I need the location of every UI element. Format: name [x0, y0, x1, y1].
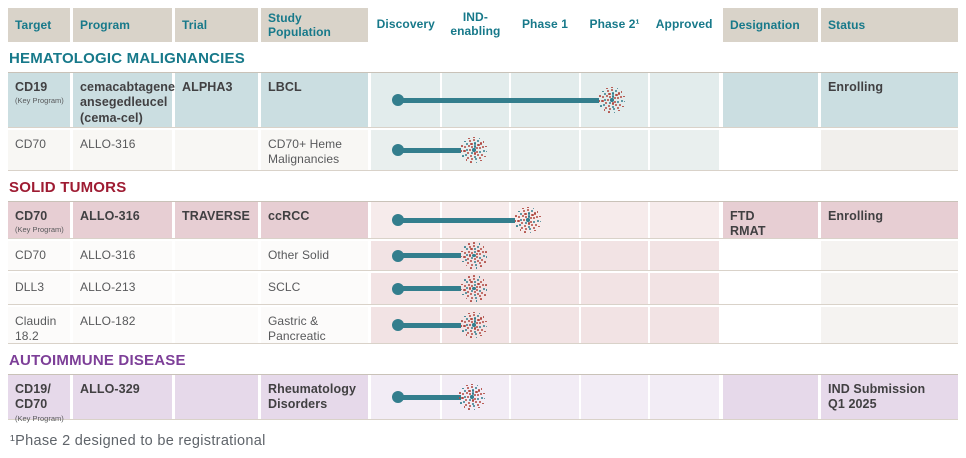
section-title-autoimmune: AUTOIMMUNE DISEASE: [8, 347, 958, 375]
trial-cell: [175, 273, 258, 304]
key-program-label: (Key Program): [15, 225, 64, 235]
cell-burst-icon: [597, 85, 627, 115]
pipeline-table: Target Program Trial Study Population Di…: [0, 8, 966, 458]
column-header-population: Study Population: [261, 8, 368, 42]
pipeline-row-sclc: DLL3 ALLO-213 SCLC: [8, 273, 958, 305]
program-cell: ALLO-316: [73, 241, 172, 270]
cell-burst-icon: [459, 310, 489, 340]
status-cell: Enrolling: [821, 73, 958, 127]
phase-progress-cell: [371, 307, 719, 343]
status-cell: [821, 307, 958, 343]
bar-line: [398, 253, 461, 258]
trial-cell: TRAVERSE: [175, 202, 258, 238]
cell-burst-icon: [459, 135, 489, 165]
phase-progress-cell: [371, 73, 719, 127]
column-header-ind-enabling: IND-enabling: [450, 10, 501, 38]
key-program-label: (Key Program): [15, 96, 64, 106]
pipeline-row-traverse: CD70 (Key Program) ALLO-316 TRAVERSE ccR…: [8, 202, 958, 239]
column-header-program: Program: [73, 8, 172, 42]
column-header-row: Target Program Trial Study Population Di…: [8, 8, 958, 42]
target-cell: CD70 (Key Program): [8, 202, 70, 238]
population-cell: SCLC: [261, 273, 368, 304]
status-cell: [821, 241, 958, 270]
column-header-designation: Designation: [723, 8, 818, 42]
population-cell: Rheumatology Disorders: [261, 375, 368, 419]
designation-cell: [723, 375, 818, 419]
designation-cell: [723, 241, 818, 270]
pipeline-row-other-solid: CD70 ALLO-316 Other Solid: [8, 241, 958, 271]
phase-progress-cell: [371, 375, 719, 419]
program-cell: ALLO-316: [73, 130, 172, 170]
footnote: ¹Phase 2 designed to be registrational: [10, 433, 266, 449]
trial-cell: [175, 375, 258, 419]
designation-cell: [723, 273, 818, 304]
status-cell: [821, 130, 958, 170]
cell-burst-icon: [459, 274, 489, 304]
column-header-approved: Approved: [655, 17, 713, 32]
column-header-trial: Trial: [175, 8, 258, 42]
bar-line: [398, 97, 599, 103]
column-header-target: Target: [8, 8, 70, 42]
phase-progress-cell: [371, 202, 719, 238]
program-cell: ALLO-316: [73, 202, 172, 238]
target-cell: CD70: [8, 130, 70, 170]
column-header-discovery: Discovery: [376, 17, 435, 32]
population-cell: CD70+ Heme Malignancies: [261, 130, 368, 170]
target-cell: DLL3: [8, 273, 70, 304]
population-cell: Other Solid: [261, 241, 368, 270]
target-label: CD19: [15, 80, 48, 94]
trial-cell: ALPHA3: [175, 73, 258, 127]
bar-line: [398, 217, 515, 223]
population-cell: ccRCC: [261, 202, 368, 238]
pipeline-row-cema-cel: CD19 (Key Program) cemacabtagene anseged…: [8, 73, 958, 128]
program-cell: ALLO-329: [73, 375, 172, 419]
program-cell: ALLO-182: [73, 307, 172, 343]
target-cell: Claudin 18.2: [8, 307, 70, 343]
column-header-phases: Discovery IND-enabling Phase 1 Phase 2¹ …: [371, 8, 719, 42]
designation-cell: FTD RMAT: [723, 202, 818, 238]
trial-cell: [175, 307, 258, 343]
program-cell: cemacabtagene ansegedleucel (cema-cel): [73, 73, 175, 127]
phase-progress-cell: [371, 241, 719, 270]
population-cell: Gastric & Pancreatic: [261, 307, 368, 343]
designation-cell: [723, 130, 818, 170]
population-cell: LBCL: [261, 73, 368, 127]
phase-progress-cell: [371, 273, 719, 304]
bar-line: [398, 322, 461, 328]
cell-burst-icon: [457, 382, 487, 412]
status-cell: Enrolling: [821, 202, 958, 238]
designation-cell: [723, 73, 818, 127]
program-cell: ALLO-213: [73, 273, 172, 304]
target-cell: CD19 (Key Program): [8, 73, 70, 127]
column-header-phase1: Phase 1: [521, 17, 569, 32]
trial-cell: [175, 241, 258, 270]
status-cell: [821, 273, 958, 304]
target-label: CD19/ CD70: [15, 382, 51, 412]
section-title-solid-tumors: SOLID TUMORS: [8, 174, 958, 202]
target-cell: CD19/ CD70 (Key Program): [8, 375, 70, 423]
bar-line: [398, 394, 461, 400]
phase-progress-cell: [371, 130, 719, 170]
pipeline-row-allo316-heme: CD70 ALLO-316 CD70+ Heme Malignancies: [8, 130, 958, 171]
cell-burst-icon: [459, 241, 489, 271]
bar-line: [398, 286, 461, 291]
target-label: CD70: [15, 209, 48, 223]
key-program-label: (Key Program): [15, 413, 64, 423]
status-cell: IND Submission Q1 2025: [821, 375, 958, 419]
trial-cell: [175, 130, 258, 170]
cell-burst-icon: [513, 205, 543, 235]
section-title-hematologic: HEMATOLOGIC MALIGNANCIES: [8, 45, 958, 73]
designation-cell: [723, 307, 818, 343]
pipeline-row-gastric: Claudin 18.2 ALLO-182 Gastric & Pancreat…: [8, 307, 958, 344]
column-header-phase2: Phase 2¹: [589, 17, 640, 32]
bar-line: [398, 147, 461, 153]
column-header-status: Status: [821, 8, 958, 42]
pipeline-row-allo329: CD19/ CD70 (Key Program) ALLO-329 Rheuma…: [8, 375, 958, 423]
target-cell: CD70: [8, 241, 70, 270]
